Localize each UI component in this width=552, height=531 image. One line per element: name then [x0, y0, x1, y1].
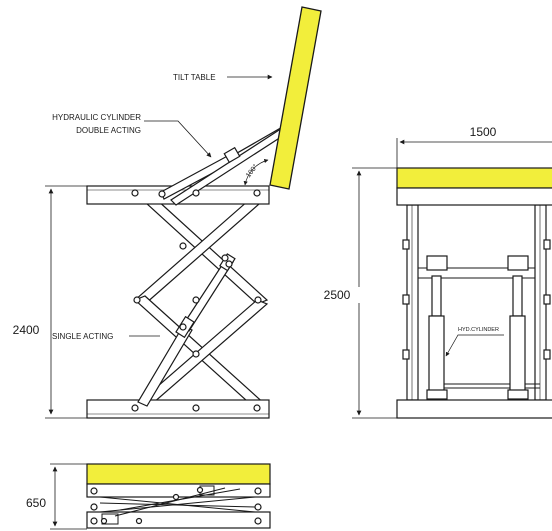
dimension-2400-label: 2400: [13, 323, 40, 337]
hydraulic-cylinder-label: HYDRAULIC CYLINDER: [52, 113, 141, 122]
dimension-2400: [45, 185, 87, 419]
base-frame: [86, 399, 270, 419]
tilt-table: [269, 6, 322, 190]
scissor-arms: [133, 188, 269, 411]
dimension-2500-label: 2500: [324, 288, 351, 302]
dimension-1500-label: 1500: [470, 125, 497, 139]
front-columns: [402, 204, 551, 401]
front-base: [396, 399, 552, 419]
closed-view: [86, 463, 271, 529]
double-acting-label: DOUBLE ACTING: [76, 126, 141, 135]
dimension-650-label: 650: [26, 496, 46, 510]
closed-tilt-table: [86, 463, 271, 485]
side-view: [86, 6, 322, 419]
dimension-1500: [396, 138, 552, 168]
front-hyd-cylinders: [426, 255, 529, 400]
front-table: [396, 167, 552, 189]
hyd-cylinder-label: HYD.CYLINDER: [458, 327, 499, 333]
single-acting-cylinder: [137, 253, 236, 407]
front-view: [396, 167, 552, 419]
tilt-table-label: TILT TABLE: [173, 73, 216, 82]
dimension-650: [50, 463, 87, 530]
single-acting-label: SINGLE ACTING: [52, 332, 113, 341]
